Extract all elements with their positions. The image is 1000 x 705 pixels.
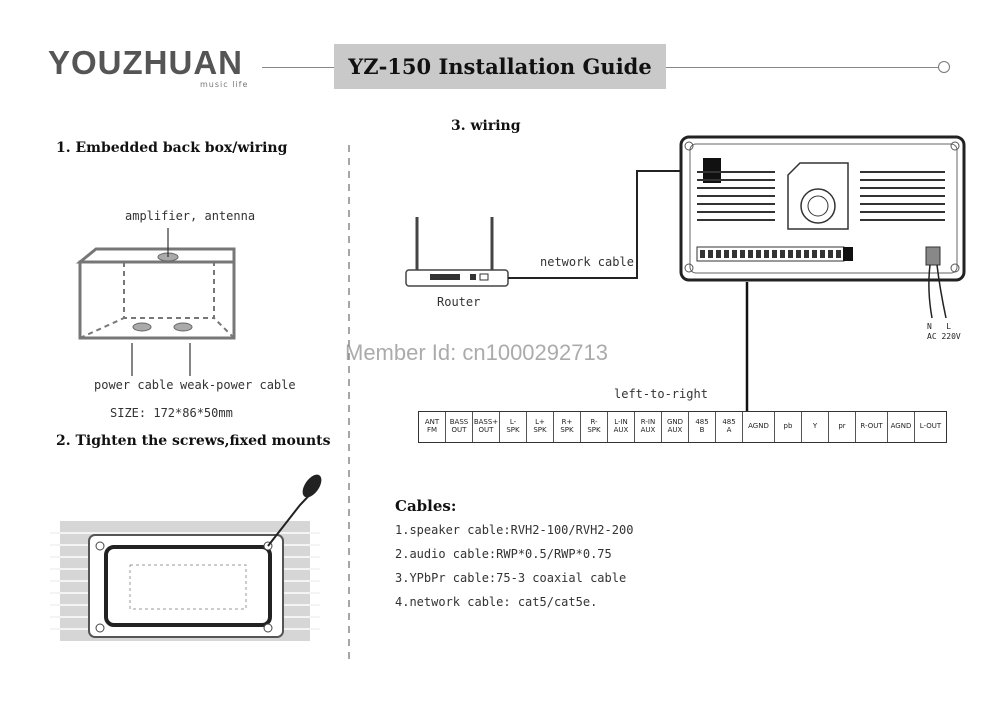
header-rule-left (262, 67, 334, 68)
cables-heading: Cables: (395, 497, 457, 515)
power-cable-label: power cable (94, 378, 174, 392)
section-3-heading: 3. wiring (451, 118, 521, 134)
watermark-text: Member Id: cn1000292713 (345, 340, 608, 365)
back-box-illustration (75, 228, 236, 376)
terminal-cell: L-OUT (919, 422, 942, 431)
cable-item: 3.YPbPr cable:75-3 coaxial cable (395, 571, 627, 585)
router-illustration (405, 170, 707, 287)
cable-item: 1.speaker cable:RVH2-100/RVH2-200 (395, 523, 634, 537)
left-to-right-label: left-to-right (614, 387, 708, 401)
terminal-cell: R-OUT (856, 412, 888, 442)
router-label: Router (437, 295, 481, 309)
page-title: YZ-150 Installation Guide (334, 44, 666, 89)
section-2-heading: 2. Tighten the screws,fixed mounts (56, 433, 331, 449)
terminal-cell: AGND (888, 412, 915, 442)
header-rule-end-circle (938, 61, 950, 73)
brick-wall-illustration (50, 474, 322, 641)
ac-power-label: N L AC 220V (927, 322, 961, 341)
terminal-cell: 485 B (689, 412, 716, 442)
terminal-cell: R-IN AUX (635, 412, 662, 442)
cable-item: 4.network cable: cat5/cat5e. (395, 595, 598, 609)
terminal-cell: pr (829, 412, 856, 442)
logo-subtitle: music life (200, 80, 249, 89)
terminal-cell: L+ SPK (527, 412, 554, 442)
terminal-cell: L-IN AUX (608, 412, 635, 442)
amplifier-panel-illustration (679, 135, 966, 411)
brand-logo: YOUZHUAN (48, 44, 243, 82)
logo-text: YOUZHUAN (48, 44, 243, 81)
terminal-cell: GND AUX (662, 412, 689, 442)
terminal-cell: BASS OUT (446, 412, 473, 442)
network-cable-label: network cable (540, 255, 634, 269)
amplifier-antenna-label: amplifier, antenna (125, 209, 256, 223)
terminal-cell: Y (802, 412, 829, 442)
cable-item: 2.audio cable:RWP*0.5/RWP*0.75 (395, 547, 612, 561)
box-size-label: SIZE: 172*86*50mm (110, 406, 233, 420)
terminal-cell: L- SPK (500, 412, 527, 442)
terminal-cell: BASS+ OUT (473, 412, 500, 442)
terminal-cell: 485 A (716, 412, 743, 442)
terminal-cell: AGND (743, 412, 775, 442)
terminal-cell: R+ SPK (554, 412, 581, 442)
weak-power-cable-label: weak-power cable (180, 378, 296, 392)
terminal-cell: R- SPK (581, 412, 608, 442)
terminal-cell: pb (775, 412, 802, 442)
terminal-cell: ANT FM (419, 412, 446, 442)
section-1-heading: 1. Embedded back box/wiring (56, 140, 288, 156)
header-rule-right (666, 67, 938, 68)
